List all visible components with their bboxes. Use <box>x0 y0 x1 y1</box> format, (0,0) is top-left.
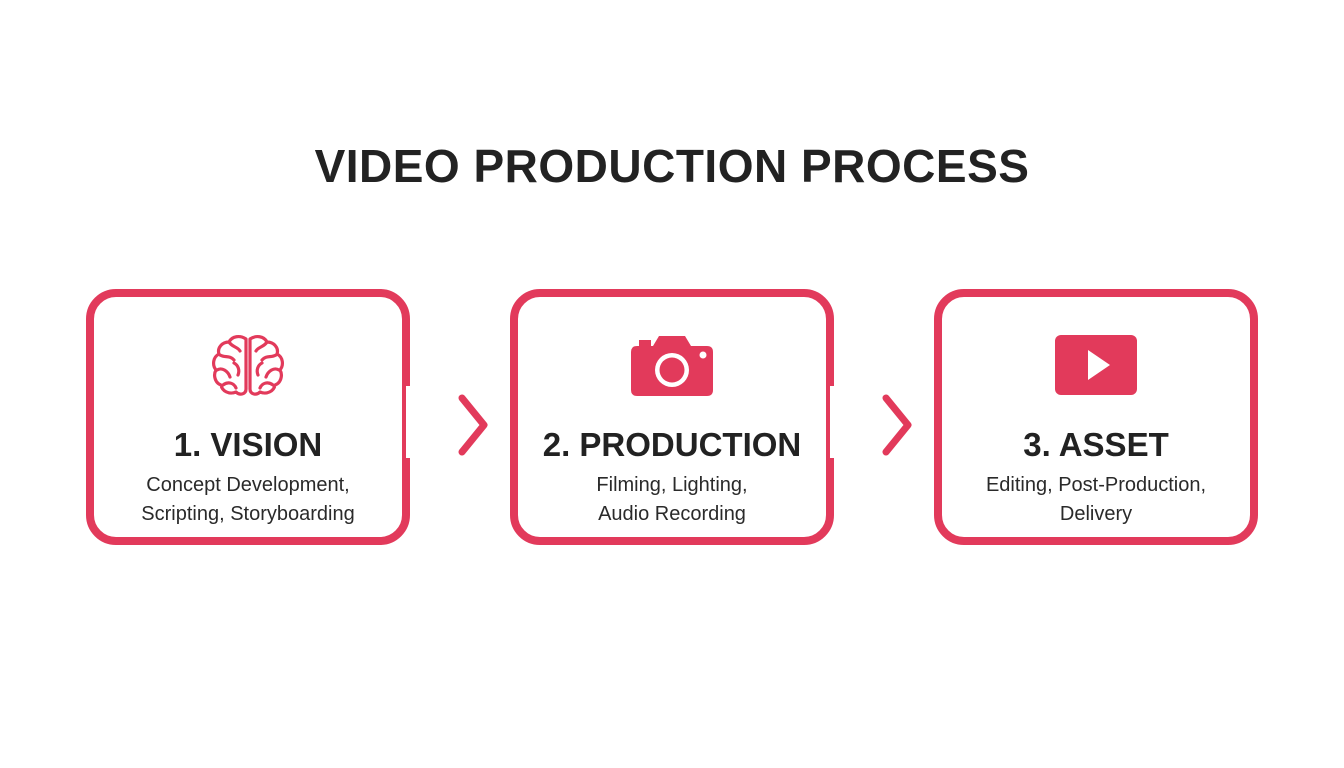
step-description: Editing, Post-Production, Delivery <box>942 471 1250 529</box>
step-card-vision: 1. VISION Concept Development, Scripting… <box>86 289 410 545</box>
step-description-line: Filming, Lighting, <box>596 474 748 496</box>
brain-icon <box>203 329 293 401</box>
step-title: 3. ASSET <box>1023 426 1169 463</box>
border-gap <box>830 386 848 458</box>
play-icon <box>1051 329 1141 401</box>
chevron-right-icon <box>452 390 492 460</box>
camera-icon <box>627 329 717 401</box>
step-description: Concept Development, Scripting, Storyboa… <box>94 471 402 529</box>
chevron-right-icon <box>876 390 916 460</box>
step-description-line: Scripting, Storyboarding <box>141 503 355 525</box>
step-description-line: Concept Development, <box>146 474 350 496</box>
border-gap <box>406 386 424 458</box>
step-description: Filming, Lighting, Audio Recording <box>518 471 826 529</box>
step-title: 2. PRODUCTION <box>542 426 802 463</box>
step-card-production: 2. PRODUCTION Filming, Lighting, Audio R… <box>510 289 834 545</box>
step-card-asset: 3. ASSET Editing, Post-Production, Deliv… <box>934 289 1258 545</box>
step-description-line: Delivery <box>1059 503 1133 525</box>
step-description-line: Audio Recording <box>598 503 746 525</box>
step-title: 1. VISION <box>173 426 323 463</box>
diagram-title: VIDEO PRODUCTION PROCESS <box>314 140 1030 192</box>
step-description-line: Editing, Post-Production, <box>985 474 1207 496</box>
